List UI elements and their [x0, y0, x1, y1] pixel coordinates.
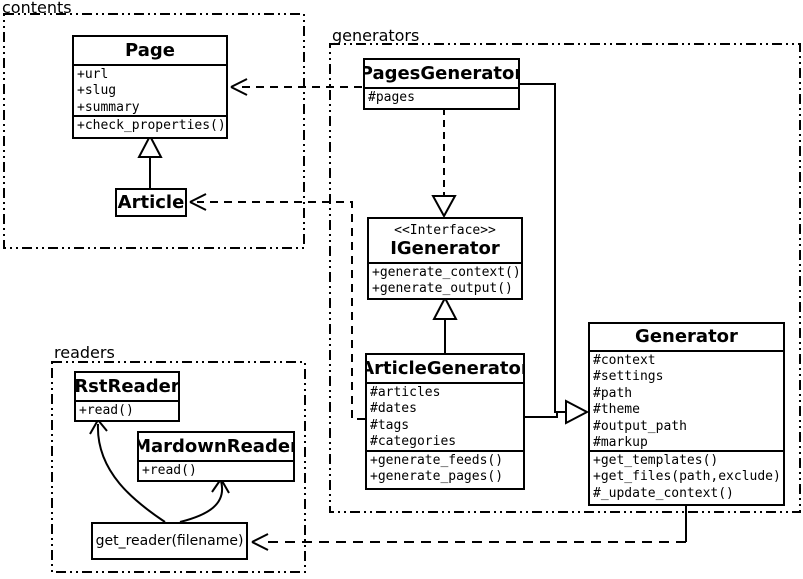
- dependency-line-articlegenerator-to-article: [197, 201, 365, 420]
- class-pagesgenerator: PagesGenerator #pages: [363, 58, 520, 110]
- method: +generate_context(): [372, 265, 521, 280]
- method: +get_files(path,exclude): [593, 469, 781, 485]
- arrow-line-getreader-to-mardownreader: [179, 480, 224, 523]
- inheritance-line-pagesgenerator-to-generator: [520, 83, 566, 413]
- contents-package-border: [3, 13, 305, 249]
- inheritance-triangle-article-to-page: [137, 133, 163, 158]
- attribute: #context: [593, 353, 656, 368]
- class-generator-title: Generator: [635, 326, 738, 347]
- class-rstreader-methods: +read(): [76, 400, 178, 420]
- method: #_update_context(): [593, 485, 734, 501]
- class-page-attributes: +url +slug +summary: [74, 64, 226, 115]
- attribute: #markup: [593, 435, 648, 450]
- dependency-arrowhead-at-page: [230, 78, 248, 96]
- class-generator: Generator #context #settings #path #them…: [588, 322, 785, 506]
- method: +get_templates(): [593, 453, 719, 468]
- class-articlegenerator-attributes: #articles #dates #tags #categories: [367, 382, 523, 450]
- class-igenerator-name: IGenerator: [390, 237, 500, 259]
- class-igenerator-title: <<Interface>> IGenerator: [369, 219, 521, 262]
- dependency-arrowhead-at-getreader: [251, 533, 269, 551]
- class-article: Article: [115, 188, 187, 217]
- generators-package-label: generators: [332, 26, 420, 45]
- readers-package-label: readers: [54, 343, 115, 362]
- attribute: +slug: [77, 83, 117, 99]
- readers-package-border: [51, 361, 306, 573]
- inheritance-triangle-articlegenerator-to-igenerator: [432, 295, 458, 320]
- attribute: #tags: [370, 417, 410, 433]
- attribute: #categories: [370, 434, 457, 450]
- class-articlegenerator: ArticleGenerator #articles #dates #tags …: [365, 353, 525, 490]
- attribute: +summary: [77, 99, 140, 115]
- class-article-title: Article: [117, 191, 185, 213]
- method: +generate_feeds(): [370, 453, 504, 468]
- attribute: #path: [593, 385, 633, 401]
- attribute: #settings: [593, 369, 664, 385]
- attribute: #dates: [370, 401, 417, 417]
- class-generator-methods: +get_templates() +get_files(path,exclude…: [590, 450, 783, 504]
- class-igenerator: <<Interface>> IGenerator +generate_conte…: [367, 217, 523, 300]
- method: +generate_pages(): [370, 469, 504, 485]
- class-pagesgenerator-title: PagesGenerator: [365, 62, 518, 84]
- attribute: #pages: [368, 90, 415, 105]
- class-rstreader: RstReader +read(): [74, 371, 180, 422]
- class-igenerator-stereotype: <<Interface>>: [394, 222, 496, 238]
- contents-package-label: contents: [2, 0, 72, 17]
- class-generator-attributes: #context #settings #path #theme #output_…: [590, 350, 783, 450]
- realization-triangle-pagesgenerator-to-igenerator: [431, 195, 457, 219]
- attribute: #articles: [370, 385, 441, 400]
- class-igenerator-methods: +generate_context() +generate_output(): [369, 262, 521, 298]
- class-page-methods: +check_properties(): [74, 115, 226, 137]
- dependency-arrowhead-at-article: [189, 193, 207, 211]
- function-get-reader: get_reader(filename): [91, 522, 248, 560]
- method: +read(): [142, 463, 197, 478]
- class-articlegenerator-methods: +generate_feeds() +generate_pages(): [367, 450, 523, 488]
- class-pagesgenerator-attributes: #pages: [365, 87, 518, 108]
- method: +read(): [79, 403, 134, 418]
- class-page: Page +url +slug +summary +check_properti…: [72, 35, 228, 139]
- attribute: +url: [77, 67, 109, 82]
- class-mardownreader-methods: +read(): [139, 460, 293, 480]
- class-mardownreader: MardownReader +read(): [137, 431, 295, 482]
- method: +check_properties(): [77, 118, 226, 133]
- attribute: #theme: [593, 402, 640, 418]
- class-mardownreader-title: MardownReader: [139, 435, 293, 457]
- class-rstreader-title: RstReader: [76, 375, 178, 397]
- inheritance-line-articlegenerator-to-generator: [525, 412, 558, 418]
- inheritance-triangle-to-generator: [565, 399, 590, 425]
- attribute: #output_path: [593, 418, 687, 434]
- method: +generate_output(): [372, 281, 513, 297]
- class-page-title: Page: [125, 39, 175, 61]
- generators-package-border: [329, 43, 801, 513]
- arrow-line-getreader-to-rstreader: [96, 423, 166, 523]
- class-articlegenerator-title: ArticleGenerator: [367, 357, 523, 379]
